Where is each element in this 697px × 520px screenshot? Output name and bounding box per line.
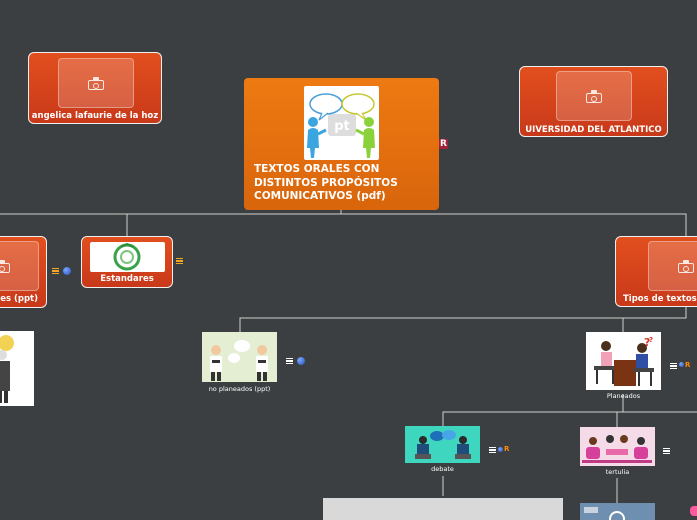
- r-icon[interactable]: R: [439, 139, 448, 149]
- topic-image: [580, 503, 655, 520]
- topic-left-partial[interactable]: dad: [0, 331, 34, 406]
- r-icon[interactable]: R: [685, 361, 691, 369]
- svg-text:pt: pt: [334, 119, 350, 134]
- topic-image: [580, 427, 655, 466]
- topic-bottom-partial[interactable]: [580, 503, 655, 520]
- institution-label: UIVERSIDAD DEL ATLANTICO: [525, 125, 662, 135]
- branch-node-tipos[interactable]: Tipos de textos o: [615, 236, 697, 307]
- topic-image: [0, 331, 34, 406]
- topic-no-planeados[interactable]: no planeados (ppt): [202, 332, 277, 393]
- image-placeholder: [648, 241, 697, 291]
- svg-text:?: ?: [649, 336, 653, 344]
- branch-left-label: les (ppt): [0, 294, 38, 304]
- debate-caption: debate: [431, 465, 454, 473]
- note-icon[interactable]: [286, 358, 293, 364]
- planeados-caption: Planeados: [606, 392, 641, 400]
- content-panel[interactable]: [323, 498, 563, 520]
- note-icon[interactable]: [52, 268, 59, 274]
- topic-debate[interactable]: debate: [405, 426, 480, 473]
- image-placeholder: [556, 71, 632, 121]
- topic-image: [202, 332, 277, 382]
- topic-image: [405, 426, 480, 463]
- camera-icon: [0, 260, 12, 273]
- note-icon[interactable]: [176, 258, 183, 264]
- estandares-image: [90, 242, 165, 272]
- central-topic[interactable]: pt TEXTOS ORALES CON DISTINTOS PROPÓSITO…: [244, 78, 439, 210]
- author-label: angelica lafaurie de la hoz: [31, 111, 159, 121]
- central-image: pt: [304, 86, 379, 160]
- globe-icon[interactable]: [297, 357, 305, 365]
- tipos-label: Tipos de textos o: [623, 294, 697, 304]
- estandares-label: Estandares: [100, 274, 154, 284]
- globe-icon[interactable]: [498, 447, 503, 452]
- interview-meeting-icon: ? ?: [594, 336, 654, 386]
- image-placeholder: [0, 241, 39, 291]
- svg-text:?: ?: [644, 336, 650, 349]
- r-icon[interactable]: R: [504, 445, 510, 453]
- partial-node-edge: [690, 506, 697, 516]
- institution-node[interactable]: UIVERSIDAD DEL ATLANTICO: [519, 66, 668, 137]
- conversation-people-icon: [210, 340, 268, 381]
- note-icon[interactable]: [489, 447, 496, 453]
- group-gathering-icon: [582, 435, 652, 463]
- globe-icon[interactable]: [679, 362, 684, 367]
- debate-people-icon: [415, 430, 471, 459]
- tertulia-caption: tertulia: [605, 468, 630, 476]
- author-node[interactable]: angelica lafaurie de la hoz: [28, 52, 162, 124]
- note-icon[interactable]: [670, 363, 677, 369]
- central-title: TEXTOS ORALES CON DISTINTOS PROPÓSITOS C…: [254, 163, 398, 202]
- note-icon[interactable]: [663, 448, 670, 454]
- photo-thumbnail-icon: [580, 503, 655, 520]
- no-planeados-caption: no planeados (ppt): [208, 385, 271, 393]
- camera-icon: [678, 260, 696, 273]
- camera-icon: [88, 77, 106, 90]
- conversation-figures-icon: pt: [307, 93, 375, 158]
- globe-icon[interactable]: [63, 267, 71, 275]
- camera-icon: [586, 90, 604, 103]
- topic-tertulia[interactable]: tertulia: [580, 427, 655, 476]
- topic-image: ? ?: [586, 332, 661, 390]
- person-with-lightbulb-icon: [0, 335, 14, 403]
- recycle-logo-icon: [113, 242, 141, 271]
- image-placeholder: [58, 58, 134, 108]
- topic-planeados[interactable]: ? ? Planeados: [586, 332, 661, 400]
- branch-node-left[interactable]: les (ppt): [0, 236, 47, 308]
- branch-node-estandares[interactable]: Estandares: [81, 236, 173, 288]
